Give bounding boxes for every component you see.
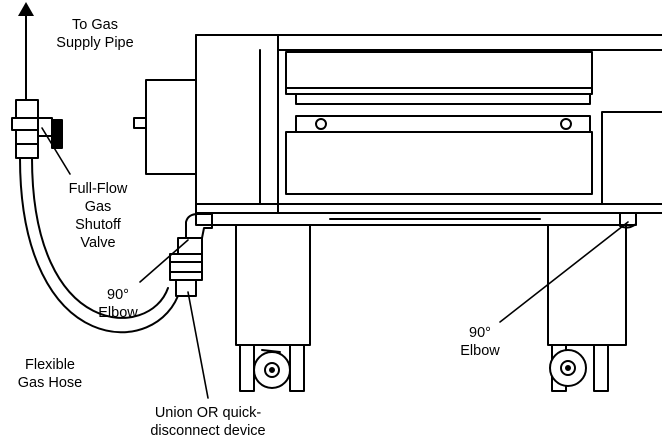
leader-shutoff xyxy=(41,127,71,175)
elbow-left-line-1: 90° xyxy=(107,287,129,303)
arrow-up-icon xyxy=(18,2,34,16)
shutoff-valve xyxy=(11,99,63,159)
shutoff-line-4: Valve xyxy=(80,235,116,251)
leader-elbow-left xyxy=(139,239,189,283)
shutoff-line-1: Full-Flow xyxy=(68,181,128,197)
gas-supply-pipe xyxy=(18,2,34,101)
to-gas-supply-label: To Gas Supply Pipe xyxy=(30,16,160,52)
elbow-left xyxy=(177,213,213,255)
hose-line-1: Flexible xyxy=(25,357,75,373)
hose-line-2: Gas Hose xyxy=(17,375,83,391)
union-line-1: Union OR quick- xyxy=(154,405,262,421)
leader-elbow-right xyxy=(499,221,629,323)
elbow-left-label: 90° Elbow xyxy=(68,286,168,322)
leader-lines xyxy=(41,127,629,399)
oven-base xyxy=(195,212,637,226)
leg-left xyxy=(235,224,311,392)
union-device-label: Union OR quick- disconnect device xyxy=(108,404,308,440)
window-screw-left xyxy=(315,118,327,130)
shutoff-line-2: Gas xyxy=(84,199,112,215)
oven-window xyxy=(285,51,662,205)
elbow-right-line-1: 90° xyxy=(469,325,491,341)
window-screw-right xyxy=(560,118,572,130)
elbow-left-line-2: Elbow xyxy=(98,305,138,321)
union-device xyxy=(169,253,203,297)
to-gas-supply-line-1: To Gas xyxy=(72,17,118,33)
flexible-gas-hose xyxy=(19,157,181,334)
leg-right xyxy=(547,224,627,392)
control-box xyxy=(133,79,197,175)
elbow-right xyxy=(619,212,637,229)
valve-handle xyxy=(51,119,63,149)
leader-union xyxy=(187,291,209,399)
elbow-right-line-2: Elbow xyxy=(460,343,500,359)
to-gas-supply-line-2: Supply Pipe xyxy=(56,35,134,51)
flexible-hose-label: Flexible Gas Hose xyxy=(0,356,100,392)
elbow-right-label: 90° Elbow xyxy=(430,324,530,360)
shutoff-line-3: Shutoff xyxy=(75,217,121,233)
oven-body xyxy=(195,34,662,214)
shutoff-valve-label: Full-Flow Gas Shutoff Valve xyxy=(48,180,148,252)
union-line-2: disconnect device xyxy=(150,423,266,439)
